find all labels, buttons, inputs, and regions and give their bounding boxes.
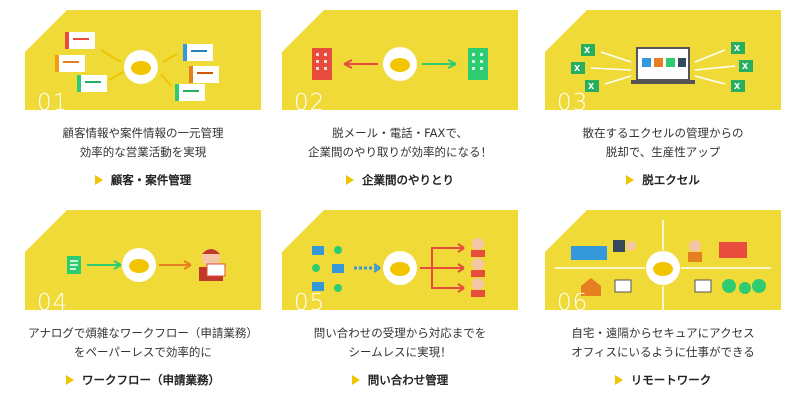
excel-to-laptop-icon: XXX XXX [571,42,753,92]
link-label: 顧客・案件管理 [110,173,192,187]
card-number: 05 [294,290,326,316]
desc-line: 散在するエクセルの管理からの [582,126,744,140]
link-label: 脱エクセル [642,173,700,187]
svg-text:X: X [734,82,741,91]
buildings-exchange-icon [312,47,488,81]
link-remote[interactable]: リモートワーク [545,372,781,388]
desc-line: シームレスに実現！ [348,345,452,359]
feature-card-remote: 06 自宅・遠隔からセキュアにアクセス オフィスにいるように仕事ができる リモー… [545,210,781,400]
remote-work-network-icon [555,220,771,310]
desc-line: 効率的な営業活動を実現 [79,145,207,159]
link-label: ワークフロー（申請業務） [82,373,220,387]
arrow-right-icon [346,175,354,185]
svg-text:X: X [584,46,591,55]
card-description: 脱メール・電話・FAXで、 企業間のやり取りが効率的になる！ [262,124,538,162]
card-number: 06 [557,290,589,316]
card-number: 04 [37,290,69,316]
feature-card-crm: 01 顧客情報や案件情報の一元管理 効率的な営業活動を実現 顧客・案件管理 [25,10,261,210]
desc-line: アナログで煩雑なワークフロー（申請業務） [28,326,258,340]
desc-line: 問い合わせの受理から対応までを [313,326,487,340]
desc-line: 企業間のやり取りが効率的になる！ [308,145,492,159]
desc-line: 顧客情報や案件情報の一元管理 [62,126,224,140]
card-description: 自宅・遠隔からセキュアにアクセス オフィスにいるように仕事ができる [525,324,800,362]
feature-card-inquiry: 05 問い合わせの受理から対応までを シームレスに実現！ 問い合わせ管理 [282,210,518,400]
inquiry-distribution-icon [312,238,485,297]
svg-text:X: X [742,62,749,71]
svg-text:X: X [588,82,595,91]
card-number: 01 [37,90,69,116]
arrow-right-icon [351,375,360,385]
feature-card-workflow: 04 アナログで煩雑なワークフロー（申請業務） をペーパーレスで効率的に ワーク… [25,210,261,400]
link-label: リモートワーク [630,373,712,387]
link-excel[interactable]: 脱エクセル [545,172,781,188]
desc-line: をペーパーレスで効率的に [74,345,212,359]
card-number: 03 [557,90,589,116]
card-description: アナログで煩雑なワークフロー（申請業務） をペーパーレスで効率的に [5,324,281,362]
feature-card-b2b: 02 脱メール・電話・FAXで、 企業間のやり取りが効率的になる！ 企業間のやり… [282,10,518,210]
link-label: 問い合わせ管理 [367,373,449,387]
desc-line: 脱メール・電話・FAXで、 [332,126,468,140]
link-b2b[interactable]: 企業間のやりとり [282,172,518,188]
document-to-approver-icon [67,248,226,282]
card-description: 問い合わせの受理から対応までを シームレスに実現！ [262,324,538,362]
svg-text:X: X [574,64,581,73]
card-description: 散在するエクセルの管理からの 脱却で、生産性アップ [525,124,800,162]
link-inquiry[interactable]: 問い合わせ管理 [282,372,518,388]
card-description: 顧客情報や案件情報の一元管理 効率的な営業活動を実現 [5,124,281,162]
crm-cards-to-cloud-icon [55,32,219,101]
arrow-right-icon [614,375,623,385]
desc-line: 自宅・遠隔からセキュアにアクセス [571,326,755,340]
link-crm[interactable]: 顧客・案件管理 [25,172,261,188]
link-workflow[interactable]: ワークフロー（申請業務） [25,372,261,388]
link-label: 企業間のやりとり [362,173,454,187]
arrow-right-icon [626,175,635,185]
arrow-right-icon [94,175,103,185]
desc-line: オフィスにいるように仕事ができる [571,345,755,359]
arrow-right-icon [66,375,74,385]
svg-text:X: X [734,44,741,53]
desc-line: 脱却で、生産性アップ [605,145,721,159]
card-number: 02 [294,90,326,116]
